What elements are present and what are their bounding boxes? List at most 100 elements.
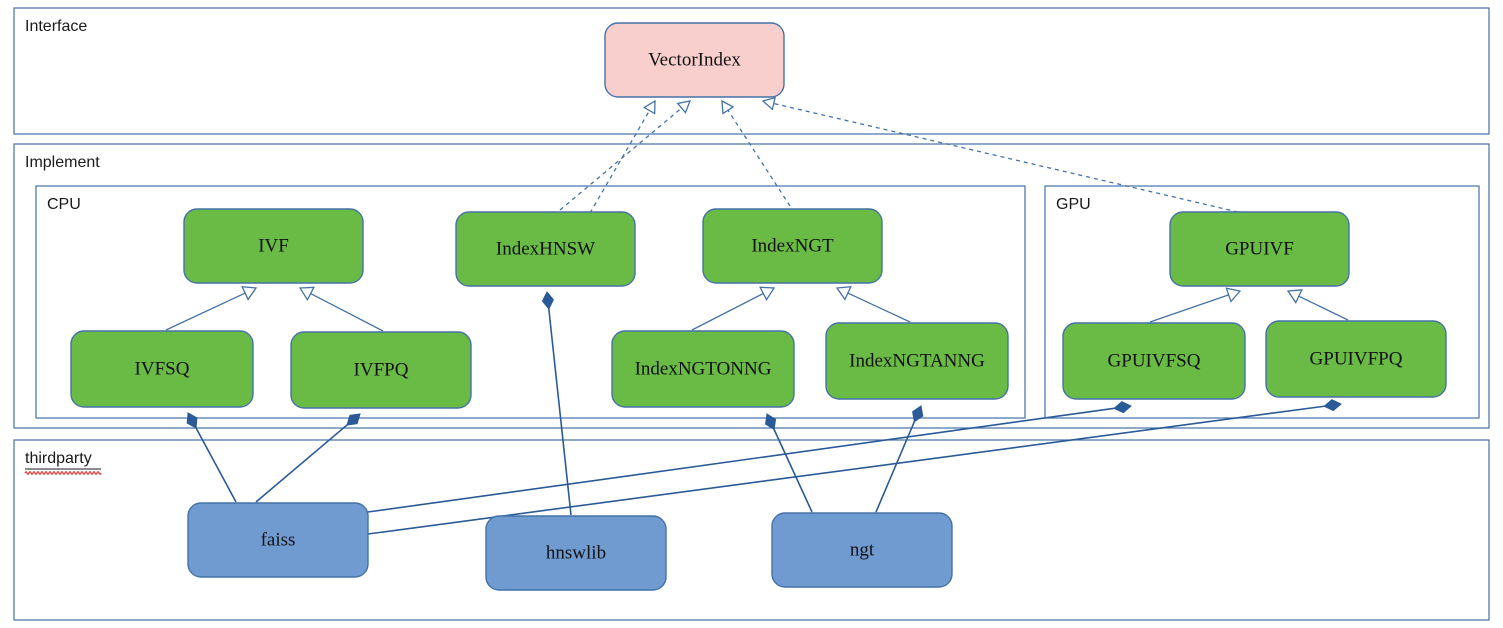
node-label-indexngtonng: IndexNGTONNG	[635, 358, 772, 379]
realization-arrowhead	[676, 100, 692, 114]
node-label-vectorindex: VectorIndex	[648, 49, 741, 70]
realization-arrowhead	[761, 96, 776, 111]
edge-line	[1149, 294, 1229, 323]
edge-hnswlib-to-indexhnsw	[541, 291, 572, 516]
node-box-indexngtonng[interactable]	[611, 330, 795, 408]
group-label-interface: Interface	[25, 18, 87, 35]
group-label-gpu: GPU	[1056, 196, 1091, 213]
node-ivfsq[interactable]: IVFSQ	[70, 330, 254, 408]
node-box-ngt[interactable]	[771, 512, 953, 588]
node-box-ivf[interactable]	[183, 208, 364, 284]
node-label-faiss: faiss	[261, 529, 296, 550]
node-label-indexhnsw: IndexHNSW	[496, 238, 595, 259]
edge-indexngtanng-to-indexngt	[835, 285, 911, 323]
edge-line	[165, 292, 246, 331]
node-label-gpuivfsq: GPUIVFSQ	[1108, 350, 1201, 371]
node-box-ivfsq[interactable]	[70, 330, 254, 408]
edge-line	[1298, 295, 1349, 321]
generalization-arrowhead	[298, 286, 315, 302]
node-faiss[interactable]: faiss	[187, 502, 369, 578]
edge-line	[727, 109, 791, 207]
node-label-ivfsq: IVFSQ	[135, 358, 190, 379]
edge-ngt-to-indexngtanng	[875, 405, 924, 513]
edge-line	[547, 306, 572, 516]
spellcheck-squiggle-thirdparty	[24, 471, 102, 475]
node-label-gpuivfpq: GPUIVFPQ	[1310, 348, 1403, 369]
edge-line	[589, 110, 651, 214]
composition-diamond	[541, 291, 554, 310]
node-hnswlib[interactable]: hnswlib	[485, 515, 667, 591]
edge-faiss-to-gpuivfpq	[367, 399, 1342, 535]
edge-line	[691, 292, 764, 331]
node-label-ngt: ngt	[850, 539, 875, 560]
edge-indexngt-to-vectorindex	[721, 99, 791, 207]
node-box-indexngt[interactable]	[702, 208, 883, 284]
edge-gpuivfpq-to-gpuivf	[1286, 289, 1349, 321]
node-gpuivfsq[interactable]: GPUIVFSQ	[1062, 322, 1246, 400]
edge-line	[559, 107, 682, 211]
group-label-cpu: CPU	[47, 196, 81, 213]
edge-gpuivfsq-to-gpuivf	[1149, 287, 1242, 323]
edge-faiss-to-gpuivfsq	[367, 401, 1132, 513]
edge-gpuivf-to-vectorindex	[761, 96, 1239, 213]
edge-ngt-to-indexngtonng	[765, 413, 813, 513]
node-indexngt[interactable]: IndexNGT	[702, 208, 883, 284]
node-ngt[interactable]: ngt	[771, 512, 953, 588]
composition-diamond	[765, 413, 777, 431]
node-indexhnsw[interactable]: IndexHNSW	[455, 211, 636, 287]
node-box-gpuivfpq[interactable]	[1265, 320, 1447, 398]
realization-arrowhead	[721, 99, 735, 115]
edge-line	[367, 405, 1327, 535]
edge-indexngtonng-to-indexngt	[691, 286, 776, 331]
composition-diamond	[186, 412, 198, 429]
composition-diamond	[1113, 401, 1132, 414]
edge-ivf-to-vectorindex	[589, 99, 656, 214]
generalization-arrowhead	[759, 286, 776, 302]
edge-faiss-to-ivfsq	[186, 412, 237, 503]
generalization-arrowhead	[1286, 289, 1303, 304]
realization-arrowhead	[643, 99, 656, 115]
composition-diamond	[346, 413, 361, 426]
node-ivfpq[interactable]: IVFPQ	[290, 331, 472, 409]
node-label-ivf: IVF	[258, 235, 289, 256]
edge-ivfsq-to-ivf	[165, 285, 258, 331]
edge-indexhnsw-to-vectorindex	[559, 100, 692, 211]
node-gpuivfpq[interactable]: GPUIVFPQ	[1265, 320, 1447, 398]
group-label-thirdparty: thirdparty	[25, 450, 92, 467]
edge-faiss-to-ivfpq	[255, 413, 361, 503]
node-box-ivfpq[interactable]	[290, 331, 472, 409]
node-box-gpuivf[interactable]	[1169, 211, 1350, 287]
edges	[165, 96, 1349, 535]
generalization-arrowhead	[1225, 287, 1242, 303]
group-label-implement: Implement	[25, 154, 100, 171]
edge-line	[194, 425, 237, 503]
node-indexngtonng[interactable]: IndexNGTONNG	[611, 330, 795, 408]
node-box-gpuivfsq[interactable]	[1062, 322, 1246, 400]
node-box-hnswlib[interactable]	[485, 515, 667, 591]
node-box-faiss[interactable]	[187, 502, 369, 578]
generalization-arrowhead	[241, 285, 258, 301]
node-label-indexngt: IndexNGT	[751, 235, 834, 256]
edge-line	[310, 292, 384, 332]
edge-ivfpq-to-ivf	[298, 286, 384, 332]
edge-line	[255, 423, 350, 503]
node-box-indexhnsw[interactable]	[455, 211, 636, 287]
edge-line	[847, 292, 911, 323]
node-label-gpuivf: GPUIVF	[1225, 238, 1294, 259]
node-box-vectorindex[interactable]	[604, 22, 785, 98]
node-label-ivfpq: IVFPQ	[354, 359, 409, 380]
node-label-indexngtanng: IndexNGTANNG	[849, 350, 985, 371]
node-indexngtanng[interactable]: IndexNGTANNG	[825, 322, 1009, 400]
generalization-arrowhead	[835, 285, 852, 301]
edge-line	[772, 427, 813, 513]
composition-diamond	[1323, 399, 1342, 412]
node-ivf[interactable]: IVF	[183, 208, 364, 284]
node-vectorindex[interactable]: VectorIndex	[604, 22, 785, 98]
node-gpuivf[interactable]: GPUIVF	[1169, 211, 1350, 287]
node-box-indexngtanng[interactable]	[825, 322, 1009, 400]
node-label-hnswlib: hnswlib	[546, 542, 606, 563]
composition-diamond	[912, 405, 924, 423]
edge-line	[367, 407, 1117, 513]
